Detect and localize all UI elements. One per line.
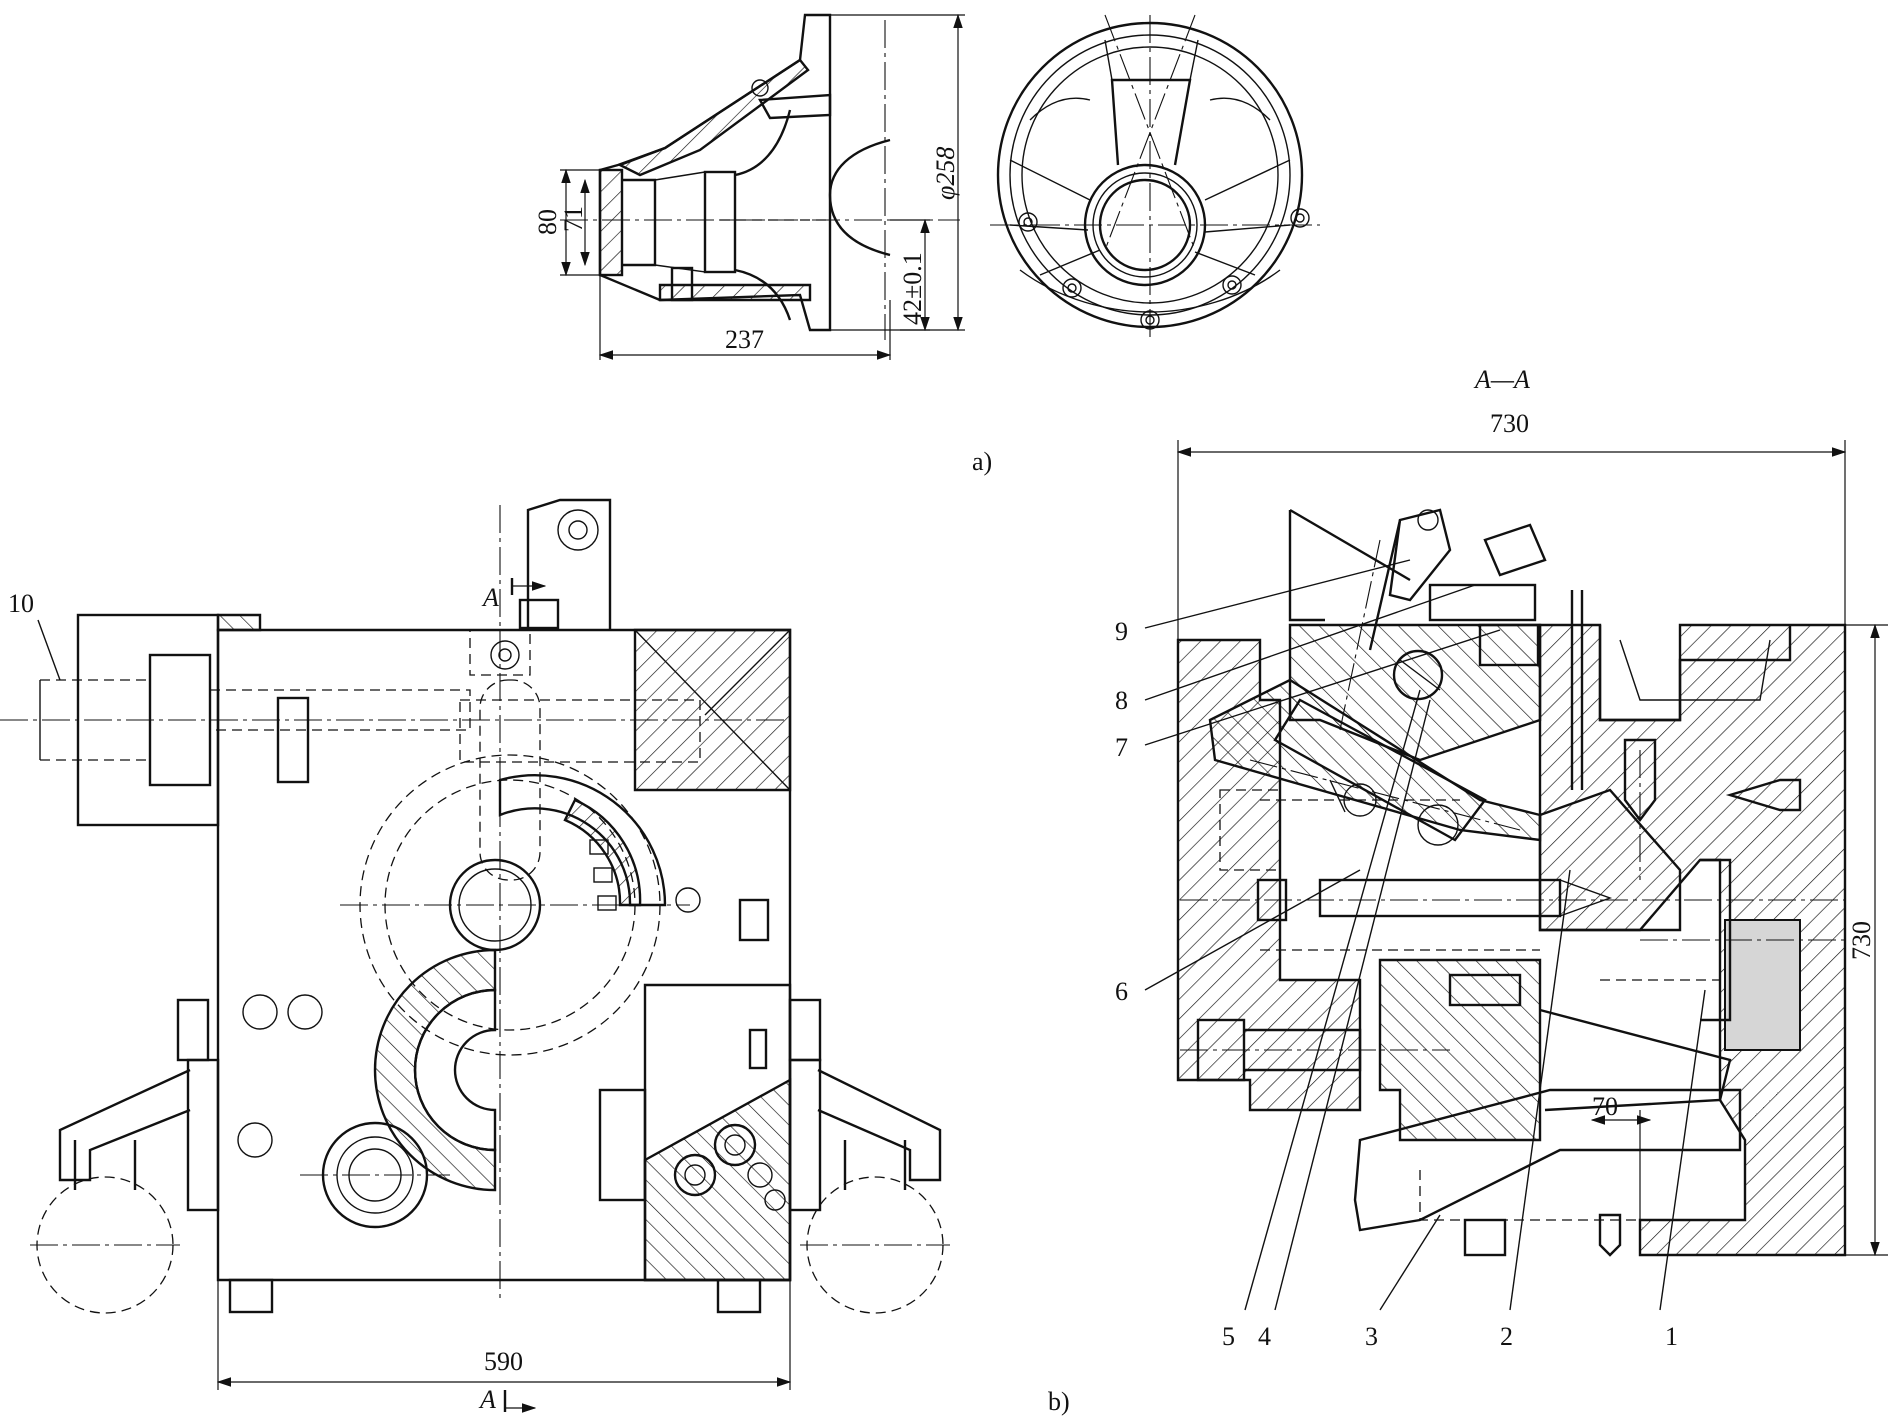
figure-b-section-view [1176,508,1847,1257]
figure-a-dimensions [560,13,965,360]
dim-42: 42±0.1 [898,252,927,325]
dim-730-top: 730 [1490,409,1529,438]
figure-a-side-view [560,13,960,340]
part-number-2: 2 [1500,1322,1513,1351]
section-mark-top: A [481,583,499,612]
section-label: A—A [1473,365,1530,394]
dim-237: 237 [725,325,764,354]
part-number-9: 9 [1115,617,1128,646]
part-number-7: 7 [1115,733,1128,762]
part-number-8: 8 [1115,686,1128,715]
dim-71: 71 [559,206,588,232]
caption-a: a) [972,447,992,476]
figure-b-left-dimensions [37,619,792,1413]
dim-590: 590 [484,1347,523,1376]
part-number-6: 6 [1115,977,1128,1006]
figure-b-section-dimensions [1176,440,1888,1257]
part-number-10: 10 [8,589,34,618]
dim-80: 80 [533,209,562,235]
part-number-1: 1 [1665,1322,1678,1351]
dim-730-side: 730 [1847,921,1876,960]
part-number-3: 3 [1365,1322,1378,1351]
dim-70: 70 [1592,1092,1618,1121]
part-number-5: 5 [1222,1322,1235,1351]
dim-258: φ258 [931,147,960,200]
caption-b: b) [1048,1387,1070,1416]
part-leaders [1144,559,1706,1311]
figure-b-plan-view [0,498,950,1314]
section-mark-bottom: A [478,1385,496,1414]
figure-a-front-view [990,14,1320,340]
part-number-4: 4 [1258,1322,1271,1351]
